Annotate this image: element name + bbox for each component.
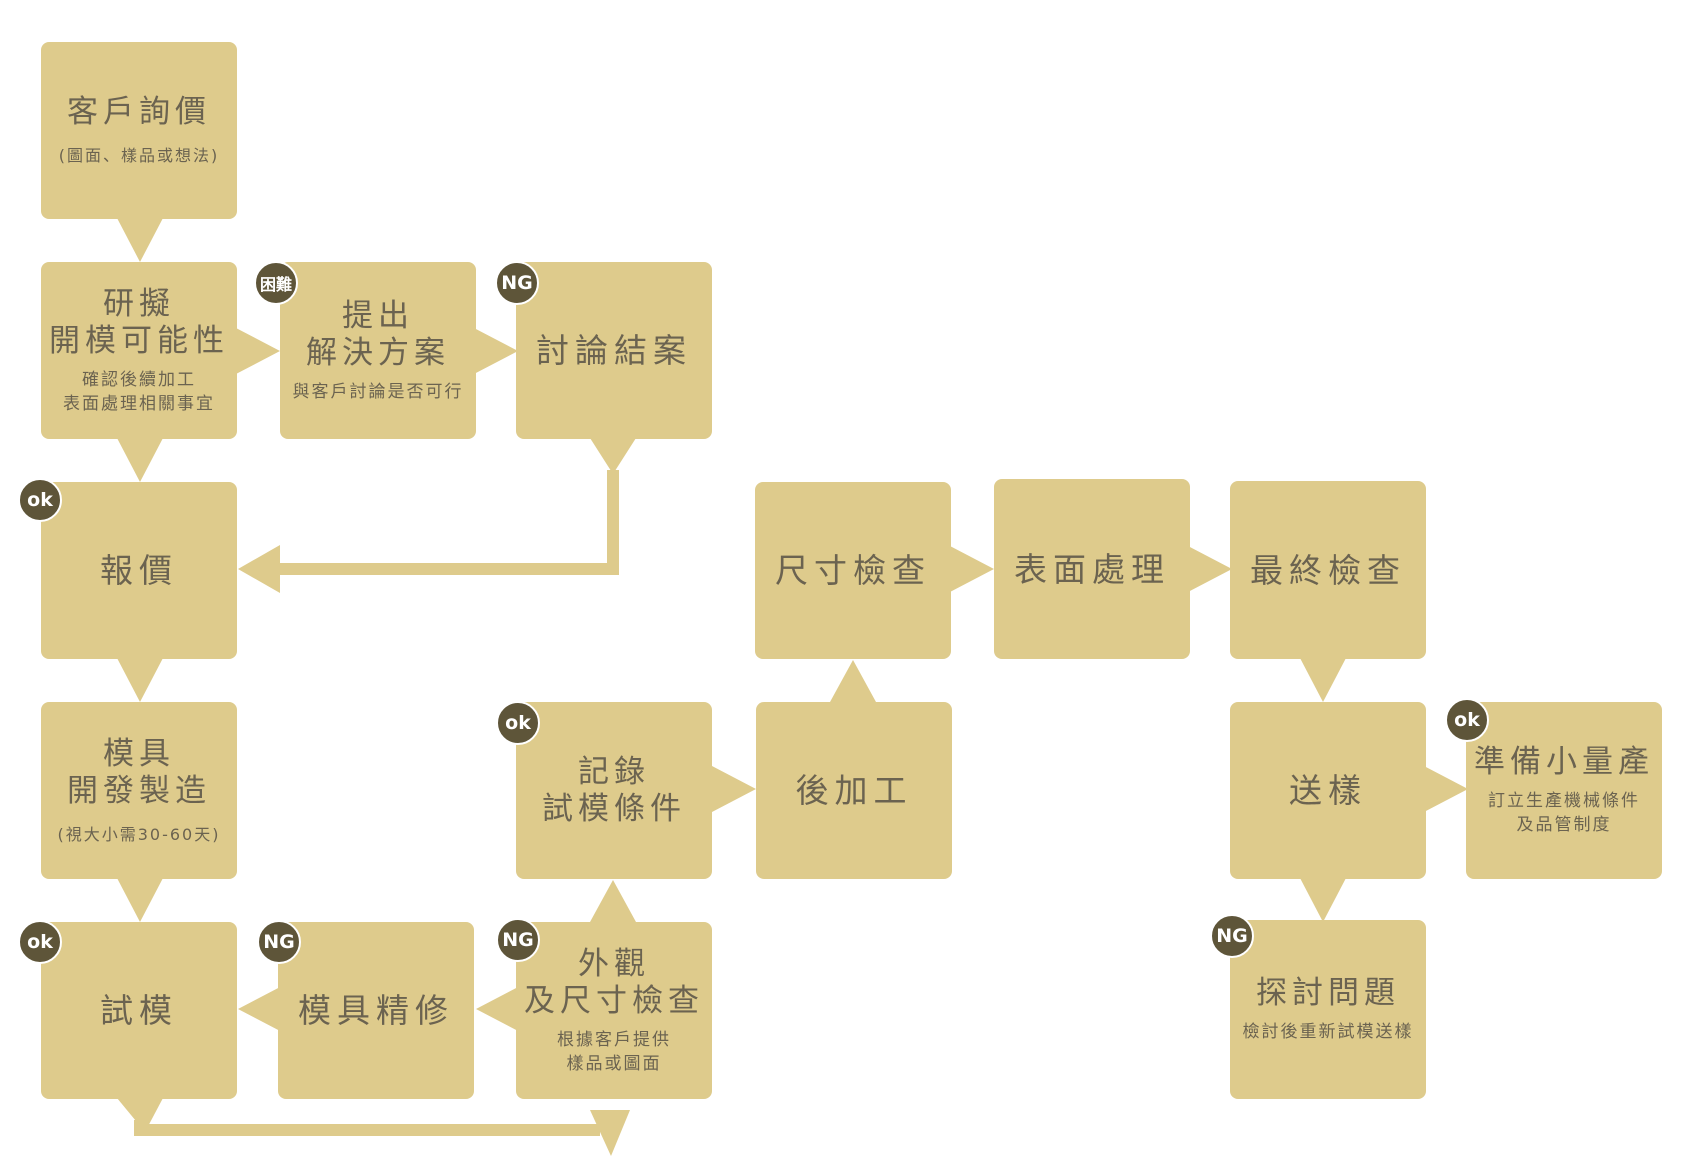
node-feasibility: 研擬 開模可能性 確認後續加工 表面處理相關事宜 <box>41 262 237 439</box>
arrow-solution-to-close <box>474 328 518 374</box>
node-send-sample: 送樣 <box>1230 702 1426 879</box>
arrow-post-to-dimension <box>830 660 876 702</box>
node-appearance-check-title: 外觀 及尺寸檢查 <box>524 945 704 1019</box>
node-discuss-issues: 探討問題 檢討後重新試模送樣 <box>1230 920 1426 1099</box>
arrow-appearance-to-record <box>590 880 636 922</box>
arrow-close-down-tip <box>590 438 636 474</box>
badge-ng-refine: NG <box>257 920 301 964</box>
arrow-inquiry-to-feasibility <box>117 218 163 262</box>
node-solution-sub: 與客戶討論是否可行 <box>292 381 464 402</box>
node-appearance-check: 外觀 及尺寸檢查 根據客戶提供 樣品或圖面 <box>516 922 712 1099</box>
badge-ng-close: NG <box>495 261 539 305</box>
node-surface-treatment-title: 表面處理 <box>1014 549 1170 589</box>
node-mold-refine-title: 模具精修 <box>298 991 454 1030</box>
node-mold-making-note: (視大小需30-60天) <box>57 824 221 844</box>
arrow-surface-to-final <box>1188 546 1232 592</box>
node-record-conditions: 記錄 試模條件 <box>516 702 712 879</box>
arrow-dimension-to-surface <box>950 546 994 592</box>
node-inquiry: 客戶詢價 (圖面、樣品或想法) <box>41 42 237 219</box>
arrow-record-to-post <box>712 766 756 812</box>
arrow-appearance-to-refine <box>476 986 520 1032</box>
node-quote-title: 報價 <box>100 551 178 590</box>
arrow-trial-down-tip <box>117 1098 163 1132</box>
node-small-production-sub: 訂立生產機械條件 及品管制度 <box>1488 791 1640 835</box>
node-solution: 提出 解決方案 與客戶討論是否可行 <box>280 262 476 439</box>
node-final-inspection: 最終檢查 <box>1230 481 1426 659</box>
node-small-production-title: 準備小量產 <box>1474 744 1654 780</box>
node-post-processing-title: 後加工 <box>795 771 913 810</box>
node-solution-title: 提出 解決方案 <box>306 297 450 371</box>
node-post-processing: 後加工 <box>756 702 952 879</box>
node-send-sample-title: 送樣 <box>1289 771 1367 810</box>
arrow-send-to-discuss <box>1300 878 1346 922</box>
node-mold-making: 模具 開發製造 (視大小需30-60天) <box>41 702 237 879</box>
arrowhead-to-appearance <box>590 1110 630 1156</box>
badge-ok-trial: ok <box>18 920 62 964</box>
node-small-production: 準備小量產 訂立生產機械條件 及品管制度 <box>1466 702 1662 879</box>
arrow-feasibility-to-solution <box>236 328 280 374</box>
node-dimension-check-title: 尺寸檢查 <box>775 551 931 590</box>
node-appearance-check-sub: 根據客戶提供 樣品或圖面 <box>557 1029 671 1074</box>
badge-difficult: 困難 <box>254 261 298 305</box>
arrow-quote-to-mold-making <box>117 658 163 702</box>
node-discuss-issues-sub: 檢討後重新試模送樣 <box>1242 1022 1414 1042</box>
node-mold-making-title: 模具 開發製造 <box>67 735 211 809</box>
node-inquiry-note: (圖面、樣品或想法) <box>58 146 220 165</box>
badge-ok-quote: ok <box>18 478 62 522</box>
node-final-inspection-title: 最終檢查 <box>1250 550 1406 590</box>
badge-ok-record: ok <box>496 701 540 745</box>
node-feasibility-sub: 確認後續加工 表面處理相關事宜 <box>63 369 215 414</box>
arrow-feasibility-to-quote <box>117 438 163 482</box>
badge-ng-discuss: NG <box>1210 914 1254 958</box>
node-surface-treatment: 表面處理 <box>994 479 1190 659</box>
node-feasibility-title: 研擬 開模可能性 <box>49 285 229 359</box>
arrow-mold-making-to-trial <box>117 878 163 922</box>
node-inquiry-title: 客戶詢價 <box>67 94 211 130</box>
node-close-case: 討論結案 <box>516 262 712 439</box>
node-discuss-issues-title: 探討問題 <box>1256 975 1400 1011</box>
node-mold-refine: 模具精修 <box>278 922 474 1099</box>
badge-ng-appearance: NG <box>496 918 540 962</box>
badge-ok-production: ok <box>1445 698 1489 742</box>
node-quote: 報價 <box>41 482 237 659</box>
arrow-send-to-production <box>1424 766 1468 812</box>
arrowhead-into-quote <box>238 545 280 593</box>
node-record-conditions-title: 記錄 試模條件 <box>542 753 686 827</box>
node-trial-mold: 試模 <box>41 922 237 1099</box>
node-dimension-check: 尺寸檢查 <box>755 482 951 659</box>
node-close-case-title: 討論結案 <box>536 331 692 370</box>
arrow-final-to-send <box>1300 658 1346 702</box>
node-trial-mold-title: 試模 <box>100 991 178 1030</box>
connector-trial-to-appearance <box>134 1120 600 1136</box>
connector-close-to-quote <box>270 470 619 575</box>
arrow-refine-to-trial <box>238 986 282 1032</box>
